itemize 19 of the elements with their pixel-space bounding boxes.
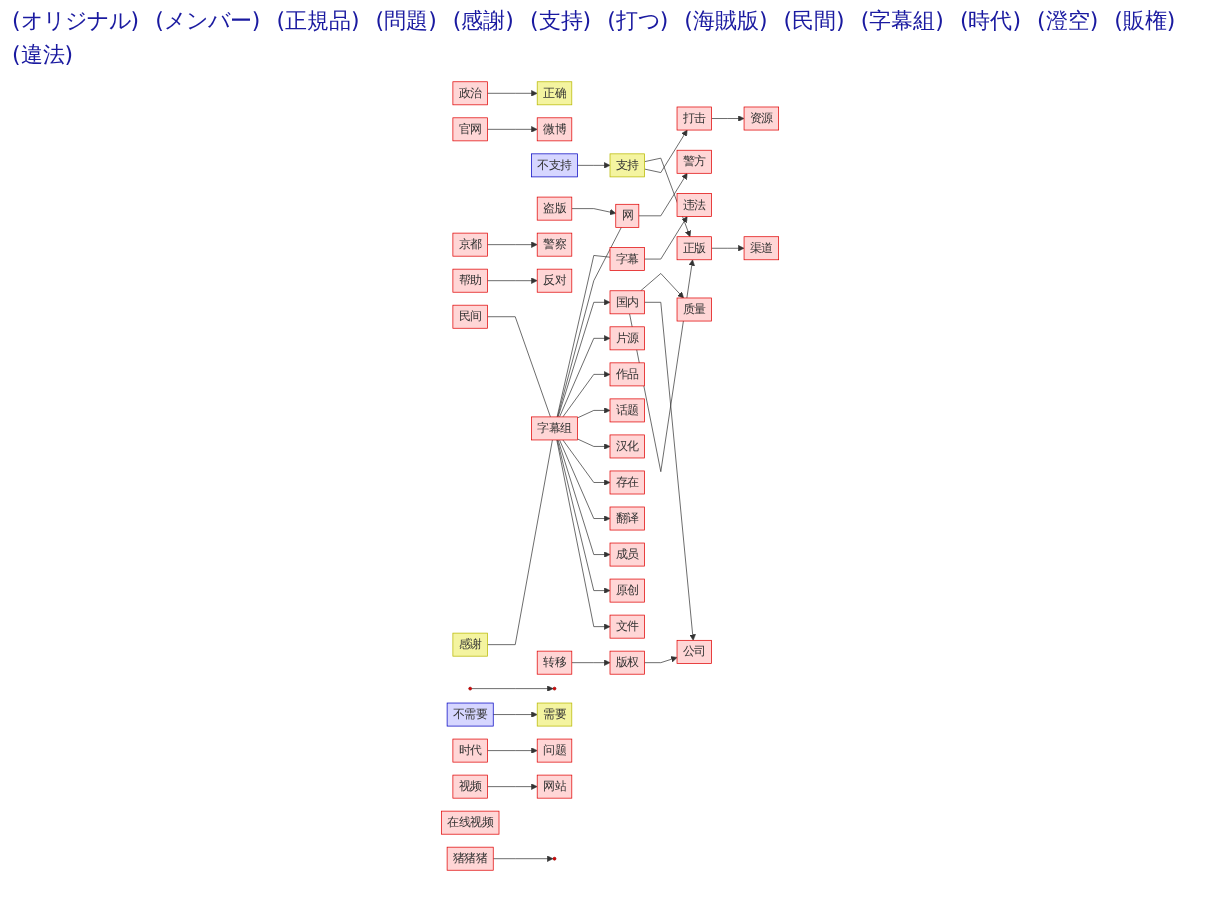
annotation-text: (民間) bbox=[783, 6, 845, 36]
annotation-text: (問題) bbox=[375, 6, 437, 36]
annotation-text: (メンバー) bbox=[155, 6, 261, 36]
node-circle bbox=[551, 856, 556, 861]
annotation-text: (正規品) bbox=[276, 6, 360, 36]
connector bbox=[486, 439, 552, 645]
annotation-text: (違法) bbox=[12, 40, 74, 70]
annotation-text: (打つ) bbox=[607, 6, 669, 36]
annotation-text: (字幕組) bbox=[860, 6, 944, 36]
node-circle bbox=[551, 686, 556, 691]
connector bbox=[486, 316, 550, 418]
annotation-text: (海賊版) bbox=[684, 6, 768, 36]
annotation-text: (感謝) bbox=[452, 6, 514, 36]
annotation-text: (時代) bbox=[959, 6, 1022, 36]
node-circle bbox=[467, 686, 471, 691]
annotation-text: (オリジナル) bbox=[12, 6, 140, 36]
annotation-text: (澄空) bbox=[1037, 6, 1099, 36]
annotation-text: (支持) bbox=[529, 6, 592, 36]
annotation-text: (販権) bbox=[1114, 6, 1176, 36]
